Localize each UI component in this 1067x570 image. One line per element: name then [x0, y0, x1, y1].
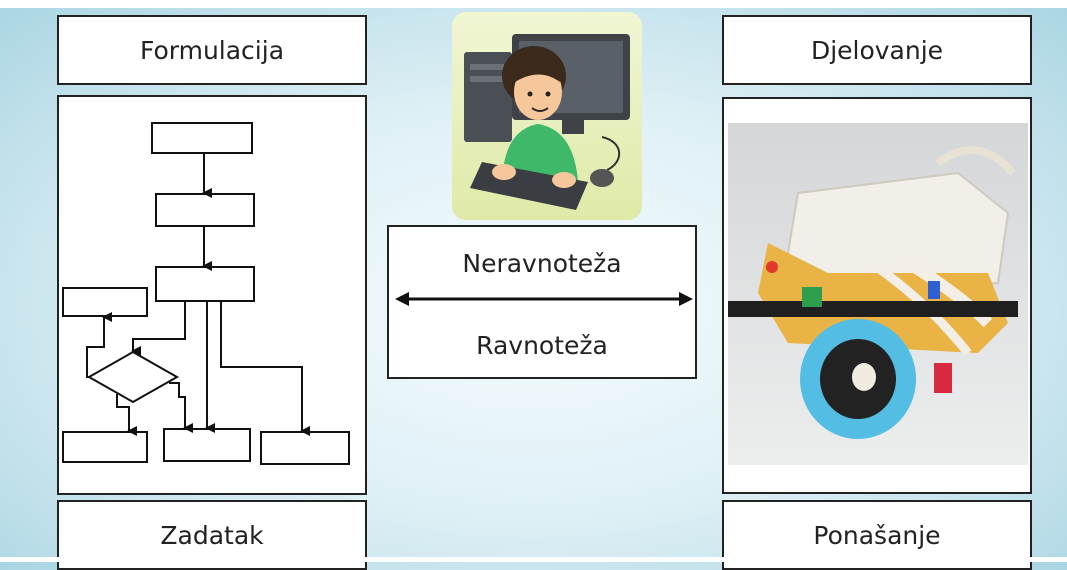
double-arrow-icon: [395, 292, 693, 306]
flowchart-diagram: [62, 122, 350, 465]
flow-out-2: [163, 428, 251, 462]
flow-out-1: [62, 431, 148, 463]
djelovanje-box: Djelovanje: [722, 15, 1032, 85]
bottom-edge: [0, 557, 1067, 562]
robot-photo: [728, 123, 1028, 465]
top-edge: [0, 0, 1067, 8]
flow-side-box: [62, 287, 148, 317]
flow-step-3: [155, 266, 255, 302]
flow-step-1: [151, 122, 253, 154]
balance-box: Neravnoteža Ravnoteža: [387, 225, 697, 379]
robot-photo-panel: [722, 97, 1032, 494]
flowchart-panel: [57, 95, 367, 495]
person-at-computer-icon: [452, 12, 642, 220]
flow-decision: [86, 350, 180, 404]
neravnoteza-label: Neravnoteža: [462, 249, 622, 278]
ravnoteza-label: Ravnoteža: [476, 331, 608, 360]
flow-step-2: [155, 193, 255, 227]
flow-out-3: [260, 431, 350, 465]
formulacija-box: Formulacija: [57, 15, 367, 85]
